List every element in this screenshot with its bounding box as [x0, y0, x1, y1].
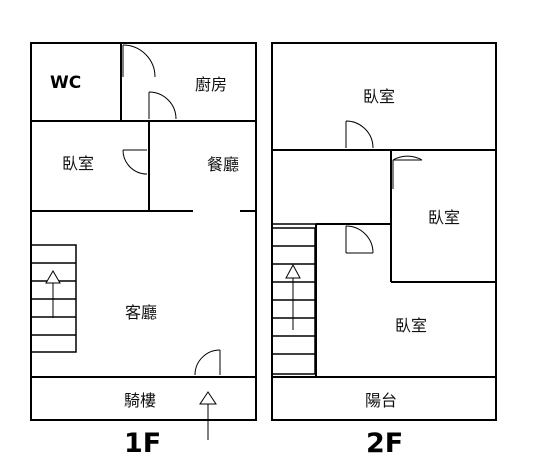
bedroom-label-1f: 臥室: [62, 154, 94, 173]
bedroom-bottom-label: 臥室: [395, 316, 427, 335]
floor-1-outer-wall: [30, 42, 257, 421]
dining-label: 餐廳: [207, 155, 239, 174]
floor-1-entrance-door: [194, 349, 221, 376]
bedroom-top-label: 臥室: [363, 87, 395, 106]
bedroom-right-label: 臥室: [428, 208, 460, 227]
floor-2-top-bedroom-door: [345, 120, 374, 149]
floor-2-bottom-bedroom-door: [345, 225, 374, 254]
floor-2-stair-arrow: [285, 263, 301, 330]
floor-2-plan: [271, 42, 497, 421]
kitchen-label: 廚房: [195, 75, 227, 94]
floor-1-kitchen-door: [148, 91, 177, 120]
floor-1-stair-arrow: [45, 270, 61, 318]
floor-1-wc-door: [122, 44, 156, 78]
living-room-label: 客廳: [125, 303, 157, 322]
balcony-label: 陽台: [365, 391, 397, 410]
floor-1-plan: [30, 42, 257, 440]
floor-2-right-bedroom-door: [392, 155, 423, 189]
floor-1-entry-arrow: [199, 391, 217, 440]
arcade-label: 騎樓: [124, 391, 156, 410]
floor-2-label: 2F: [366, 428, 403, 459]
floor-1-bedroom-door: [122, 149, 148, 175]
wc-label: WC: [50, 73, 81, 93]
floor-1-label: 1F: [124, 428, 161, 459]
